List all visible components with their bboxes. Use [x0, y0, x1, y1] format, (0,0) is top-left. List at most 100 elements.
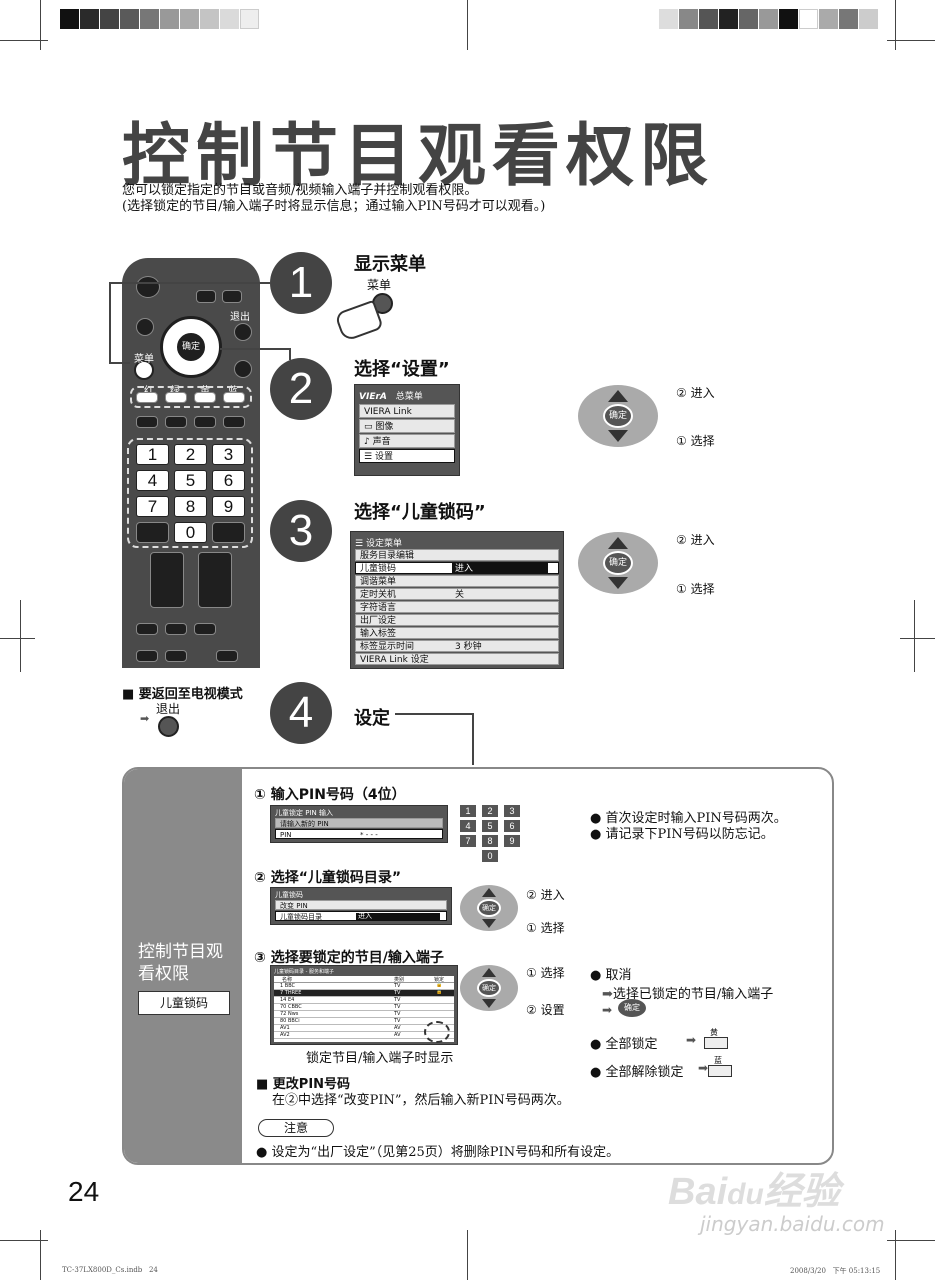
- setup-menu-screen: ☰ 设定菜单 服务目录编辑 儿童锁码进入 调谐菜单 定时关机关 字符语言 出厂设…: [350, 531, 564, 669]
- number-key[interactable]: 7: [460, 835, 476, 847]
- remote-button[interactable]: [223, 416, 245, 428]
- green-key[interactable]: [165, 392, 187, 403]
- menu-item-setup[interactable]: ☰ 设置: [359, 449, 455, 463]
- red-key[interactable]: [136, 392, 158, 403]
- ok-button[interactable]: 确定: [603, 551, 633, 575]
- remote-button[interactable]: [196, 290, 216, 303]
- setup-item[interactable]: 出厂设定: [355, 614, 559, 626]
- number-key[interactable]: 9: [212, 496, 245, 517]
- remote-button[interactable]: [216, 650, 238, 662]
- menu-item-sound[interactable]: ♪ 声音: [359, 434, 455, 448]
- exit-button[interactable]: [234, 323, 252, 341]
- remote-button[interactable]: [165, 650, 187, 662]
- menu-label: 菜单: [134, 354, 154, 365]
- remote-button[interactable]: [136, 318, 154, 336]
- menu-item-picture[interactable]: ▭ 图像: [359, 419, 455, 433]
- setup-item-child-lock[interactable]: 儿童锁码进入: [355, 562, 559, 574]
- setup-item[interactable]: 调谐菜单: [355, 575, 559, 587]
- blue-key[interactable]: [223, 392, 245, 403]
- number-key[interactable]: 3: [212, 444, 245, 465]
- setup-item[interactable]: 定时关机关: [355, 588, 559, 600]
- row-type: TV: [394, 1004, 401, 1010]
- color-label-green: 绿: [170, 382, 180, 397]
- number-key[interactable]: 5: [174, 470, 207, 491]
- setup-item[interactable]: VIERA Link 设定: [355, 653, 559, 665]
- ok-button[interactable]: 确定: [477, 899, 501, 917]
- remote-ok-button[interactable]: 确定: [175, 331, 207, 363]
- lock-list-title: 儿童锁码目录 - 服务和端子: [274, 969, 334, 975]
- number-key[interactable]: 0: [174, 522, 207, 543]
- pin-field[interactable]: PIN* - - -: [275, 829, 443, 839]
- number-key[interactable]: 8: [174, 496, 207, 517]
- menu-item-viera-link[interactable]: VIERA Link: [359, 404, 455, 418]
- number-key[interactable]: 4: [460, 820, 476, 832]
- yellow-key[interactable]: [704, 1037, 728, 1049]
- exit-button[interactable]: [158, 716, 179, 737]
- remote-button[interactable]: [136, 650, 158, 662]
- yellow-key[interactable]: [194, 392, 216, 403]
- remote-button[interactable]: [194, 416, 216, 428]
- volume-rocker[interactable]: [150, 552, 184, 608]
- number-key[interactable]: 8: [482, 835, 498, 847]
- main-menu-title: 总菜单: [395, 392, 423, 402]
- number-key[interactable]: 0: [482, 850, 498, 862]
- number-key[interactable]: 1: [136, 444, 169, 465]
- remote-button[interactable]: [165, 623, 187, 635]
- power-button[interactable]: [136, 276, 160, 298]
- number-key[interactable]: 9: [504, 835, 520, 847]
- blue-key[interactable]: [708, 1065, 732, 1077]
- remote-button[interactable]: [222, 290, 242, 303]
- column-type: 类别: [394, 977, 405, 983]
- crop-mark: [895, 1230, 896, 1280]
- note-badge: 注意: [258, 1119, 334, 1137]
- remote-button[interactable]: [234, 360, 252, 378]
- lock-icon: 🔒: [436, 989, 443, 995]
- channel-rocker[interactable]: [198, 552, 232, 608]
- remote-button[interactable]: [212, 522, 245, 543]
- number-key[interactable]: 5: [482, 820, 498, 832]
- column-name: 名称: [282, 977, 293, 983]
- footer-date: 2008/3/20 下午 05:13:15: [790, 1267, 881, 1275]
- number-key[interactable]: 6: [212, 470, 245, 491]
- setup-item[interactable]: 输入标签: [355, 627, 559, 639]
- crop-mark: [895, 0, 896, 50]
- sub2-title: ② 选择“儿童锁码目录”: [254, 870, 402, 886]
- up-arrow-icon: [482, 888, 496, 897]
- number-key[interactable]: 6: [504, 820, 520, 832]
- enter-label: ② 进入: [676, 533, 715, 547]
- number-keys-highlight: [127, 438, 253, 548]
- ok-button[interactable]: 确定: [618, 999, 646, 1017]
- remote-button[interactable]: [136, 623, 158, 635]
- number-key[interactable]: 3: [504, 805, 520, 817]
- row-name: 72 Nws: [280, 1011, 299, 1017]
- remote-button[interactable]: [165, 416, 187, 428]
- remote-button[interactable]: [194, 623, 216, 635]
- child-lock-list-item[interactable]: 儿童锁码目录进入: [275, 911, 447, 921]
- remote-button[interactable]: [136, 522, 169, 543]
- ok-button[interactable]: 确定: [477, 979, 501, 997]
- number-key[interactable]: 1: [460, 805, 476, 817]
- list-icon: ☰: [364, 452, 375, 462]
- remote-button[interactable]: [136, 416, 158, 428]
- number-key[interactable]: 2: [482, 805, 498, 817]
- number-key[interactable]: 4: [136, 470, 169, 491]
- ok-button[interactable]: 确定: [603, 404, 633, 428]
- number-key[interactable]: 2: [174, 444, 207, 465]
- number-key[interactable]: 7: [136, 496, 169, 517]
- change-pin-item[interactable]: 改变 PIN: [275, 900, 447, 910]
- return-tv-label: ■ 要返回至电视模式: [122, 687, 243, 702]
- setup-item[interactable]: 服务目录编辑: [355, 549, 559, 561]
- setup-item[interactable]: 字符语言: [355, 601, 559, 613]
- menu-button[interactable]: [134, 360, 154, 380]
- row-name: AV1: [280, 1025, 290, 1031]
